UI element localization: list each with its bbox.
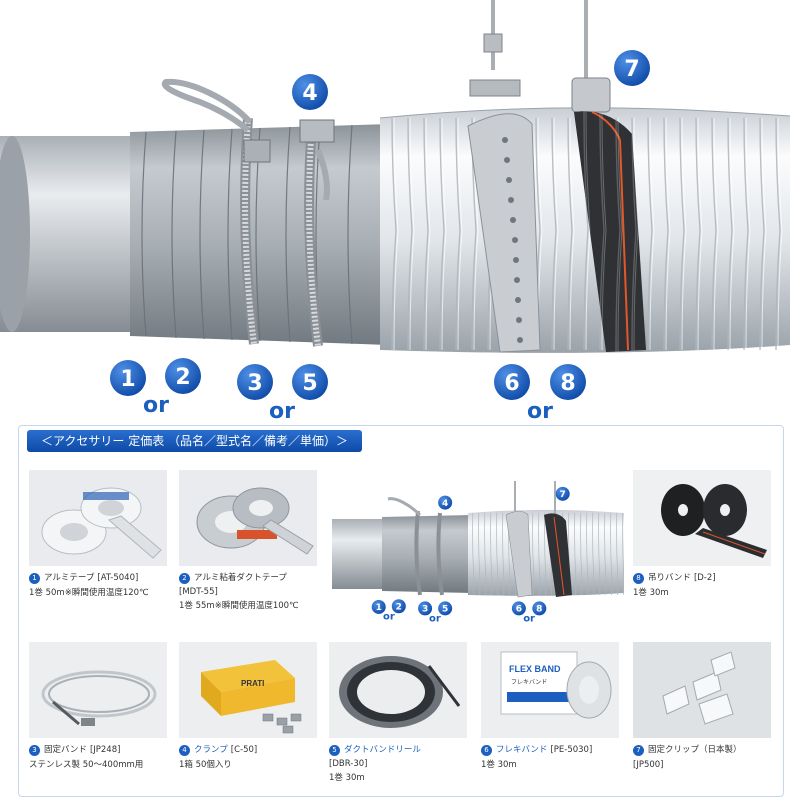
number-marker-label: 1	[376, 603, 382, 613]
product-name-link[interactable]: ダクトバンドリール	[344, 745, 421, 755]
or-label: or	[523, 614, 535, 625]
flex-band-brand: FLEX BAND	[509, 664, 561, 674]
product-name-link[interactable]: フレキバンド	[496, 745, 548, 755]
product-note: 1巻 55m※瞬間使用温度100℃	[179, 601, 299, 611]
product-note: 1巻 30m	[329, 773, 365, 783]
number-marker: 4	[438, 495, 453, 510]
mini-duct-diagram: 1 2 3 4 5 6 7 8 or or or	[332, 481, 624, 625]
duct-band-reel-photo	[329, 642, 467, 738]
number-marker: 3	[237, 364, 273, 400]
number-marker: 5	[292, 364, 328, 400]
number-marker-label: 6	[516, 605, 522, 615]
product-name: 固定クリップ（日本製）	[648, 745, 742, 755]
product-code: [JP248]	[89, 745, 121, 755]
product-name: アルミ粘着ダクトテープ	[194, 573, 287, 583]
number-marker-label: 4	[302, 81, 317, 106]
number-badge: 3	[29, 745, 40, 756]
product-code: [JP500]	[633, 760, 664, 770]
number-marker: 4	[292, 74, 328, 110]
number-marker: 3	[418, 601, 433, 616]
product-note: 1巻 50m※瞬間使用温度120℃	[29, 588, 149, 598]
clamp-box-brand: PRATI	[241, 679, 264, 688]
duct-tape-photo	[179, 470, 317, 566]
product-code: [MDT-55]	[179, 587, 218, 597]
number-marker-label: 1	[120, 367, 135, 392]
number-marker-label: 8	[560, 371, 575, 396]
flex-band-sub: フレキバンド	[511, 679, 547, 686]
product-code: [AT-5040]	[97, 573, 139, 583]
number-marker-label: 2	[396, 602, 402, 612]
panel-title: ＜アクセサリー 定価表 （品名／型式名／備考／単価）＞	[27, 430, 363, 452]
number-marker: 8	[532, 601, 547, 616]
or-label: or	[269, 399, 295, 420]
number-marker: 5	[438, 601, 453, 616]
clamp-box-photo: PRATI	[179, 642, 317, 738]
number-badge: 4	[179, 745, 190, 756]
product-code: [DBR-30]	[329, 759, 368, 769]
product-name: 吊りバンド	[648, 573, 691, 583]
product-name: 固定バンド	[44, 745, 87, 755]
product-note: 1巻 30m	[481, 760, 517, 770]
number-marker-label: 3	[422, 605, 428, 615]
product-note: 1巻 30m	[633, 588, 669, 598]
number-marker-label: 8	[536, 605, 542, 615]
product-note: ステンレス製 50〜400mm用	[29, 760, 144, 770]
fixing-band-photo	[29, 642, 167, 738]
number-marker-label: 7	[560, 490, 566, 500]
number-marker: 7	[614, 50, 650, 86]
number-badge: 2	[179, 573, 190, 584]
number-marker-label: 5	[302, 371, 317, 396]
product-name-link[interactable]: クランプ	[194, 745, 228, 755]
or-label: or	[383, 611, 395, 622]
number-badge: 6	[481, 745, 492, 756]
number-marker: 7	[555, 486, 570, 501]
product-code: [C-50]	[230, 745, 258, 755]
hanger-band-photo	[633, 470, 771, 566]
duct-assembly-illustration: 1 2 3 4 5 6 7 8 or or or	[0, 0, 791, 420]
hose-clamp-graphic	[161, 78, 271, 345]
number-badge: 1	[29, 573, 40, 584]
number-marker-label: 7	[624, 57, 639, 82]
number-marker-label: 6	[504, 371, 519, 396]
number-marker-label: 4	[442, 499, 448, 509]
or-label: or	[527, 399, 553, 420]
product-code: [D-2]	[693, 573, 716, 583]
number-badge: 7	[633, 745, 644, 756]
number-marker: 6	[511, 601, 526, 616]
number-marker-label: 2	[175, 365, 190, 390]
or-label: or	[143, 393, 169, 418]
fixing-clip-photo	[633, 642, 771, 738]
product-code: [PE-5030]	[550, 745, 593, 755]
product-name: アルミテープ	[44, 573, 95, 583]
number-badge: 5	[329, 745, 340, 756]
number-badge: 8	[633, 573, 644, 584]
number-marker: 6	[494, 364, 530, 400]
product-note: 1箱 50個入り	[179, 760, 232, 770]
number-marker: 8	[550, 364, 586, 400]
number-marker: 1	[110, 360, 146, 396]
aluminum-tape-photo	[29, 470, 167, 566]
number-marker: 1	[371, 599, 386, 614]
number-marker: 2	[165, 358, 201, 394]
number-marker: 2	[391, 599, 406, 614]
number-marker-label: 3	[247, 371, 262, 396]
flex-band-box-photo: FLEX BAND フレキバンド	[481, 642, 619, 738]
number-marker-label: 5	[442, 605, 448, 615]
accessory-price-panel: ＜アクセサリー 定価表 （品名／型式名／備考／単価）＞ 1 アルミテープ[AT-5…	[18, 425, 784, 797]
or-label: or	[429, 614, 441, 625]
